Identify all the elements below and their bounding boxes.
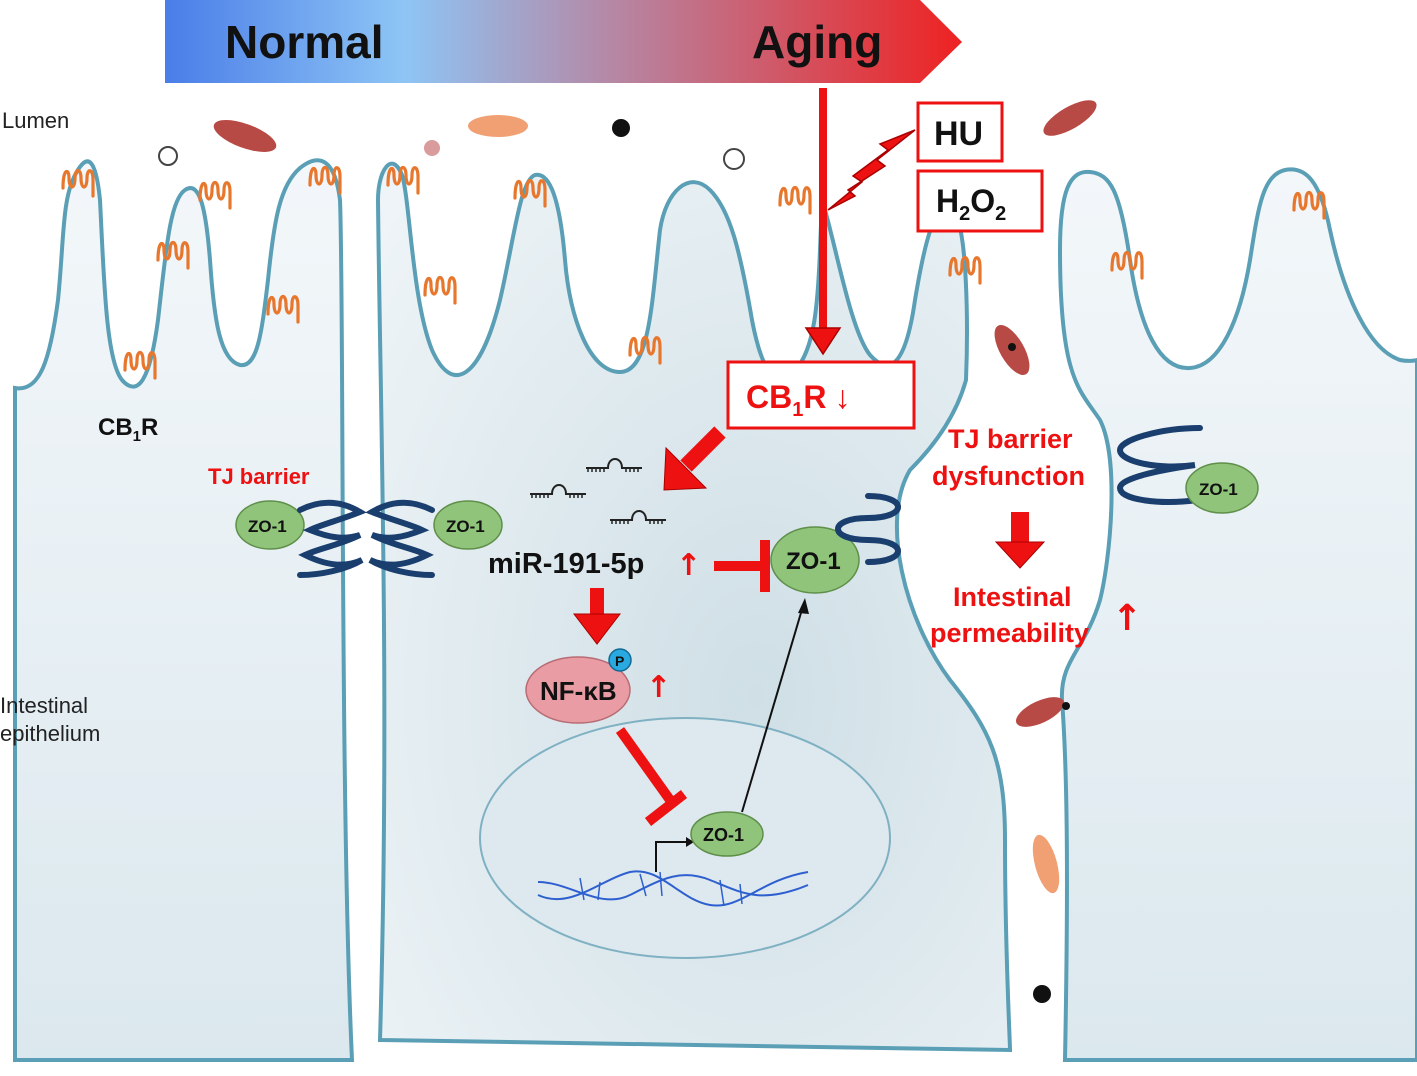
- nfkb-inhibits-transcription: [615, 727, 675, 803]
- particle-pink-dot: [424, 140, 440, 156]
- zo1-right: [1185, 462, 1259, 514]
- nfkb-label: NF-κB: [540, 676, 617, 706]
- zo1-translocation-arrowhead: [798, 598, 809, 614]
- epithelium-label-line2: epithelium: [0, 721, 100, 746]
- aging-label: Aging: [752, 16, 882, 68]
- permeability-up-arrow: ↑: [1112, 598, 1142, 639]
- zo1-left-a-label: ZO-1: [248, 517, 287, 536]
- dna-helix-icon: [537, 870, 809, 907]
- nfkb-up-arrow: ↑: [646, 670, 671, 705]
- mirna-label: miR-191-5p: [488, 548, 644, 580]
- cb1r-decrease-label: CB1R↓: [746, 379, 850, 421]
- mirna-up-arrow: ↑: [676, 548, 701, 583]
- particle-open-circle: [723, 148, 745, 170]
- lightning-bolt-icon: [827, 129, 916, 211]
- dysfunction-arrow-shaft: [1011, 512, 1029, 546]
- dysfunction-line1: TJ barrier: [948, 424, 1073, 454]
- particle-open-circle: [158, 146, 178, 166]
- particle-black-dot: [612, 119, 630, 137]
- epithelial-cell-left: [13, 158, 355, 1062]
- tj-barrier-label: TJ barrier: [208, 464, 310, 489]
- transcription-start-arrowhead: [686, 837, 694, 847]
- aging-gradient-banner: [165, 0, 962, 83]
- particle-orange-oval: [468, 115, 528, 137]
- luminal-particles: [158, 100, 1097, 1003]
- claudin-icon: [297, 499, 367, 578]
- particle-red-oval-paracellular: [1015, 697, 1065, 727]
- particle-nucleus-dot: [1008, 343, 1016, 351]
- claudin-icon: [365, 499, 435, 578]
- mirna-to-nfkb-arrowhead: [572, 613, 622, 645]
- particle-orange-oval-paracellular: [1032, 834, 1060, 894]
- zo1-right-label: ZO-1: [1199, 480, 1238, 499]
- zo1-left-a: [235, 500, 305, 550]
- particle-nucleus-dot: [1062, 702, 1070, 710]
- lumen-label: Lumen: [2, 108, 69, 133]
- phospho-label: P: [615, 653, 624, 669]
- zo1-membrane: [770, 526, 860, 594]
- permeability-line1: Intestinal: [953, 582, 1072, 612]
- hu-box: [916, 101, 1004, 163]
- tight-junction-claudins: [297, 499, 435, 578]
- cb1r-decrease-box: [726, 360, 916, 430]
- receptor-icon: [423, 275, 457, 305]
- zo1-left-b: [433, 500, 503, 550]
- receptor-icon: [198, 180, 232, 210]
- permeability-line2: permeability: [930, 618, 1089, 648]
- inhibition-bar: [644, 790, 688, 826]
- cb1r-to-mirna-arrow: [680, 426, 726, 472]
- zo1-translocation-arrow: [741, 605, 804, 813]
- claudin-icon: [1116, 425, 1203, 505]
- nucleus: [479, 717, 891, 959]
- h2o2-label: H2O2: [936, 183, 1006, 225]
- cb1r-to-mirna-arrowhead: [663, 446, 708, 491]
- zo1-nuclear: [690, 811, 764, 857]
- inhibition-bar: [760, 540, 770, 592]
- epithelium-label-line1: Intestinal: [0, 693, 88, 718]
- cb1r-receptor-label: CB1R: [98, 414, 158, 445]
- particle-red-oval: [1043, 100, 1097, 136]
- zo1-nuclear-label: ZO-1: [703, 825, 744, 845]
- dysfunction-arrow-head: [994, 541, 1046, 569]
- epithelial-cell-right: [1057, 167, 1417, 1062]
- particle-black-dot: [1033, 985, 1051, 1003]
- zo1-membrane-label: ZO-1: [786, 548, 841, 575]
- nfkb-oval: [525, 656, 631, 724]
- normal-label: Normal: [225, 16, 383, 68]
- h2o2-box: [916, 169, 1044, 233]
- aging-down-arrow-head: [804, 327, 842, 356]
- receptor-icon: [778, 185, 812, 215]
- hu-label: HU: [934, 115, 983, 153]
- transcription-start-arrow: [655, 841, 686, 872]
- dysfunction-line2: dysfunction: [932, 461, 1085, 491]
- phospho-badge: [608, 648, 632, 672]
- zo1-left-b-label: ZO-1: [446, 517, 485, 536]
- particle-red-oval: [213, 120, 277, 152]
- mirna-to-nfkb-arrow: [590, 588, 604, 618]
